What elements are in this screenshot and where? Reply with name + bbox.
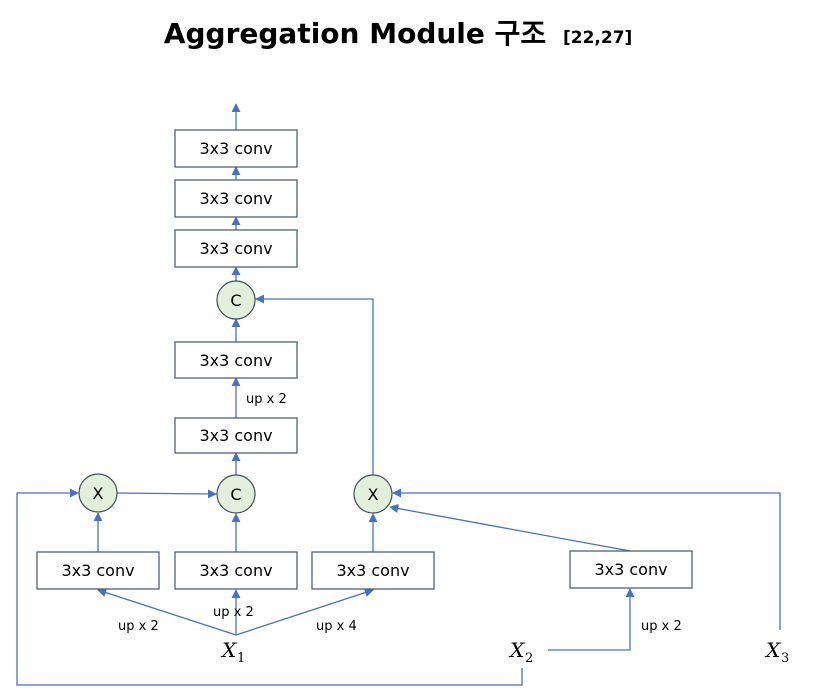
conv-box-label: 3x3 conv	[199, 239, 272, 258]
edge-x1-botright	[235, 588, 374, 636]
edge-x2-multl	[16, 488, 523, 686]
diagram-reference: [22,27]	[563, 28, 632, 48]
conv-box-bottom-far: 3x3 conv	[569, 550, 693, 589]
conv-box-label: 3x3 conv	[199, 426, 272, 445]
diagram-title: Aggregation Module 구조	[164, 17, 546, 50]
conv-box-label: 3x3 conv	[336, 561, 409, 580]
input-x3-base: X	[764, 638, 781, 662]
conv-box-label: 3x3 conv	[199, 561, 272, 580]
edge-botfar-multr	[389, 504, 631, 552]
conv-box-label: 3x3 conv	[199, 189, 272, 208]
concat-node-bottom: C	[216, 474, 256, 514]
node-label: C	[230, 291, 241, 310]
input-x2-sub: 2	[525, 651, 533, 666]
input-x1-base: X	[220, 638, 237, 662]
conv-box-label: 3x3 conv	[199, 139, 272, 158]
conv-box-mid2: 3x3 conv	[174, 341, 298, 379]
conv-box-label: 3x3 conv	[594, 560, 667, 579]
concat-node-top: C	[216, 280, 256, 320]
conv-box-top2: 3x3 conv	[174, 179, 298, 218]
input-x3-sub: 3	[781, 651, 789, 666]
edge-multl-concatb	[116, 489, 217, 499]
edge-x2-botfar	[548, 588, 635, 651]
edge-multr-concat	[255, 294, 374, 475]
edge-label-x1-left: up x 2	[118, 619, 159, 634]
edges	[16, 103, 781, 686]
conv-box-bottom-left: 3x3 conv	[36, 551, 160, 590]
conv-box-label: 3x3 conv	[199, 351, 272, 370]
conv-box-label: 3x3 conv	[61, 561, 134, 580]
edge-label-mid-up: up x 2	[246, 392, 287, 407]
edge-label-x2-right: up x 2	[641, 619, 682, 634]
node-label: C	[230, 485, 241, 504]
edge-label-x1-center: up x 2	[213, 605, 254, 620]
input-x2-base: X	[508, 638, 525, 662]
edge-x1-botleft	[97, 588, 237, 636]
conv-box-top3: 3x3 conv	[174, 129, 298, 168]
node-label: X	[368, 485, 379, 504]
conv-box-mid1: 3x3 conv	[174, 417, 298, 454]
conv-box-top1: 3x3 conv	[174, 229, 298, 268]
input-x1: X 1	[220, 638, 245, 666]
edge-label-x1-right: up x 4	[316, 619, 357, 634]
node-label: X	[93, 484, 104, 503]
edge-x3-multr	[392, 488, 781, 630]
input-x2: X 2	[508, 638, 533, 666]
conv-box-bottom-center: 3x3 conv	[174, 551, 298, 590]
multiply-node-left: X	[78, 473, 118, 513]
multiply-node-right: X	[353, 474, 393, 514]
input-x3: X 3	[764, 638, 789, 666]
input-x1-sub: 1	[237, 651, 245, 666]
conv-box-bottom-right: 3x3 conv	[311, 551, 435, 590]
